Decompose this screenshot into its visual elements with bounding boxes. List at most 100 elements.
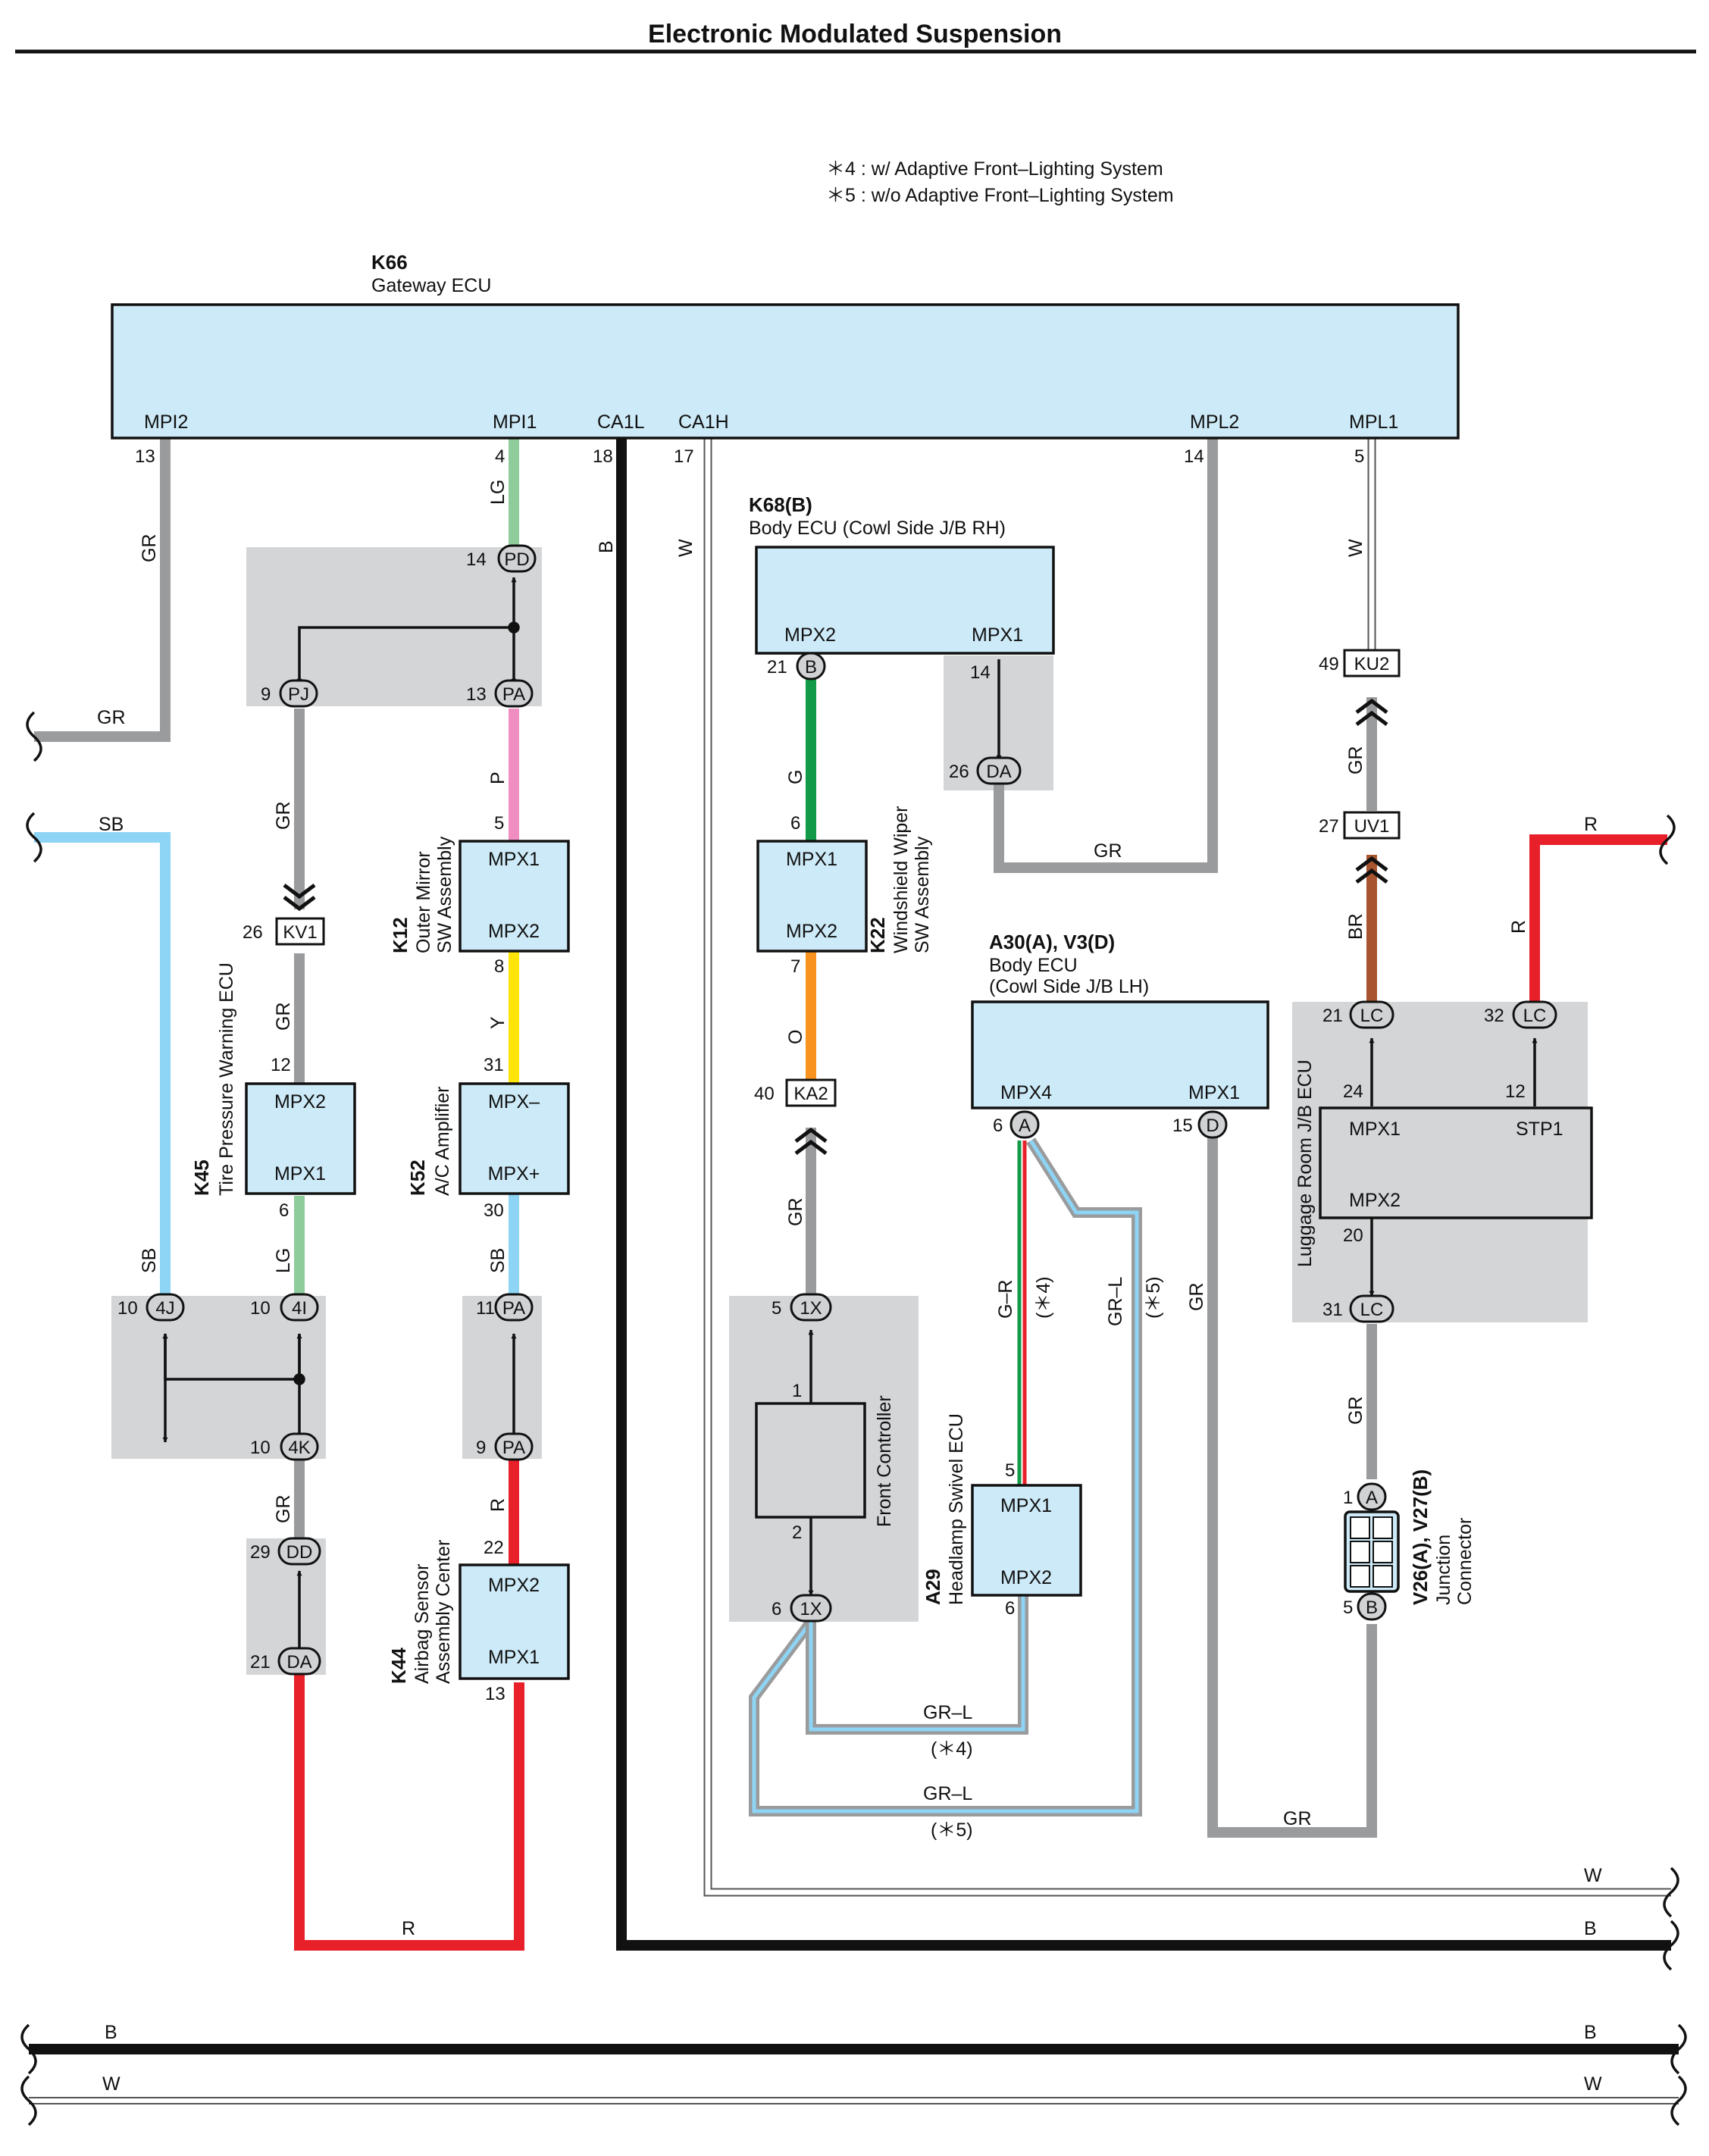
conn-pa-13	[494, 679, 534, 708]
conn-label-uv1: UV1	[1354, 816, 1390, 837]
term-k52-mpx-plus: MPX+	[488, 1163, 540, 1184]
conn-kv1	[275, 917, 325, 946]
wl-bus-w-right: W	[1584, 2073, 1602, 2095]
wl-br-uv1: BR	[1345, 913, 1366, 940]
pin-6-k22: 6	[790, 813, 800, 834]
front-controller-box	[755, 1402, 866, 1519]
conn-uv1	[1343, 811, 1401, 840]
conn-label-4i: 4I	[292, 1298, 307, 1319]
wire-break-marks	[20, 711, 1687, 2126]
junction-connector	[1344, 1497, 1400, 1605]
conn-label-lc-31: LC	[1360, 1300, 1384, 1320]
pin-6-k45: 6	[279, 1200, 289, 1221]
wl-bus-b-right: B	[1584, 2022, 1597, 2043]
conn-label-pj: PJ	[288, 684, 309, 705]
pin-26-da: 26	[949, 762, 969, 782]
conn-pj	[279, 679, 318, 708]
wl-gr-mpi2: GR	[139, 534, 160, 563]
a30-code: A30(A), V3(D)	[989, 931, 1115, 953]
wire-color-labels-horizontal: GR SB GR R GR–L (＊4) GR–L (＊5) GR R W B …	[97, 707, 1602, 2095]
term-a30-mpx4: MPX4	[1000, 1082, 1052, 1103]
pin-29-dd: 29	[250, 1542, 271, 1563]
term-lr-mpx2: MPX2	[1349, 1190, 1401, 1211]
term-lr-stp1: STP1	[1516, 1119, 1563, 1140]
conn-label-lc-21: LC	[1360, 1006, 1384, 1026]
pin-21-lc: 21	[1322, 1006, 1343, 1026]
pin-10-4j: 10	[117, 1298, 138, 1319]
conn-b-v27	[1357, 1592, 1387, 1621]
jb-pa	[462, 1296, 542, 1459]
wl-g-r-note: (＊4)	[1033, 1276, 1054, 1319]
pin-13-mpi2: 13	[135, 446, 155, 467]
term-k12-mpx1: MPX1	[488, 849, 540, 870]
term-a29-mpx1: MPX1	[1000, 1495, 1052, 1516]
pin-5-v27: 5	[1343, 1597, 1353, 1618]
conn-pd	[497, 544, 537, 573]
front-controller-name: Front Controller	[874, 1395, 895, 1527]
pin-49-ku2: 49	[1319, 654, 1339, 674]
pin-1-v26: 1	[1343, 1488, 1353, 1508]
conn-lc-31	[1349, 1294, 1394, 1323]
k22-name-2: SW Assembly	[912, 836, 933, 953]
k12-name-2: SW Assembly	[434, 836, 455, 953]
conn-label-1x-5: 1X	[800, 1298, 822, 1319]
wire-b-ca1l	[616, 438, 1671, 1951]
component-labels: K66 Gateway ECU K68(B) Body ECU (Cowl Si…	[371, 251, 1149, 997]
conn-4j	[146, 1293, 185, 1322]
wl-w-ca1h: W	[675, 539, 696, 557]
a30-name-1: Body ECU	[989, 955, 1078, 976]
term-ca1l: CA1L	[597, 411, 645, 433]
conn-label-ku2: KU2	[1354, 654, 1390, 674]
conn-label-1x-6: 1X	[800, 1599, 822, 1619]
k66-code: K66	[371, 251, 408, 274]
wl-gr-l-4-h-note: (＊4)	[931, 1738, 973, 1760]
wire-gr-v27-d	[1207, 1137, 1377, 1838]
v26-name-2: Connector	[1454, 1518, 1476, 1605]
conn-d-v3	[1197, 1110, 1228, 1139]
wl-r-right: R	[1584, 814, 1598, 835]
conn-label-d-v3: D	[1206, 1116, 1219, 1136]
k22-wiper-sw-box	[756, 840, 868, 953]
wl-bus-w-left: W	[102, 2073, 121, 2095]
vertical-component-labels: K12 Outer Mirror SW Assembly K22 Windshi…	[190, 806, 1476, 1684]
k12-outer-mirror-box	[459, 840, 570, 953]
pin-20-lr: 20	[1343, 1225, 1363, 1246]
wl-gr-ka2: GR	[785, 1198, 806, 1227]
connector-chevrons	[283, 698, 1388, 1155]
wl-gr-kv1: GR	[273, 1003, 294, 1031]
term-mpl2: MPL2	[1190, 411, 1239, 433]
connector-pills	[146, 544, 1557, 1676]
term-k68-mpx2: MPX2	[784, 624, 836, 646]
term-k45-mpx2: MPX2	[274, 1091, 326, 1112]
pin-40-ka2: 40	[754, 1084, 775, 1104]
terminal-labels: MPI2 MPI1 CA1L CA1H MPL2 MPL1 MPX2 MPX1 …	[144, 411, 1563, 1668]
wire-color-labels-vertical: GR LG B W W GR P G GR BR R GR Y O GR SB …	[139, 480, 1529, 1523]
k44-name-2: Assembly Center	[433, 1540, 454, 1684]
term-mpl1: MPL1	[1349, 411, 1398, 433]
conn-4k	[280, 1432, 319, 1461]
k22-code: K22	[866, 917, 889, 953]
note-5: ＊5 : w/o Adaptive Front–Lighting System	[826, 185, 1174, 206]
pin-12-k45: 12	[271, 1055, 291, 1075]
conn-label-pa-9: PA	[502, 1438, 525, 1458]
term-mpi1: MPI1	[493, 411, 537, 433]
pin-26-kv1: 26	[243, 922, 263, 943]
pin-7-k22: 7	[790, 956, 800, 977]
wl-w-right: W	[1584, 1865, 1602, 1886]
conn-label-kv1: KV1	[283, 922, 317, 943]
wire-w-ca1h	[705, 438, 1671, 1895]
internal-lines	[162, 577, 1538, 1659]
pin-32-lc: 32	[1484, 1006, 1504, 1026]
conn-1x-6	[790, 1594, 832, 1622]
wl-sb-k52: SB	[487, 1248, 509, 1273]
wl-b-ca1l: B	[596, 540, 617, 553]
conn-label-dd: DD	[286, 1542, 313, 1563]
wl-gr-d: GR	[1186, 1283, 1207, 1312]
term-k12-mpx2: MPX2	[488, 921, 540, 942]
wl-r-pa9: R	[487, 1498, 509, 1512]
wl-lg-mpi1: LG	[487, 480, 509, 505]
conn-4i	[280, 1293, 319, 1322]
k68-name: Body ECU (Cowl Side J/B RH)	[749, 518, 1006, 539]
wl-gr-l-5-note: (＊5)	[1143, 1276, 1164, 1319]
wl-gr-pj: GR	[273, 802, 294, 831]
